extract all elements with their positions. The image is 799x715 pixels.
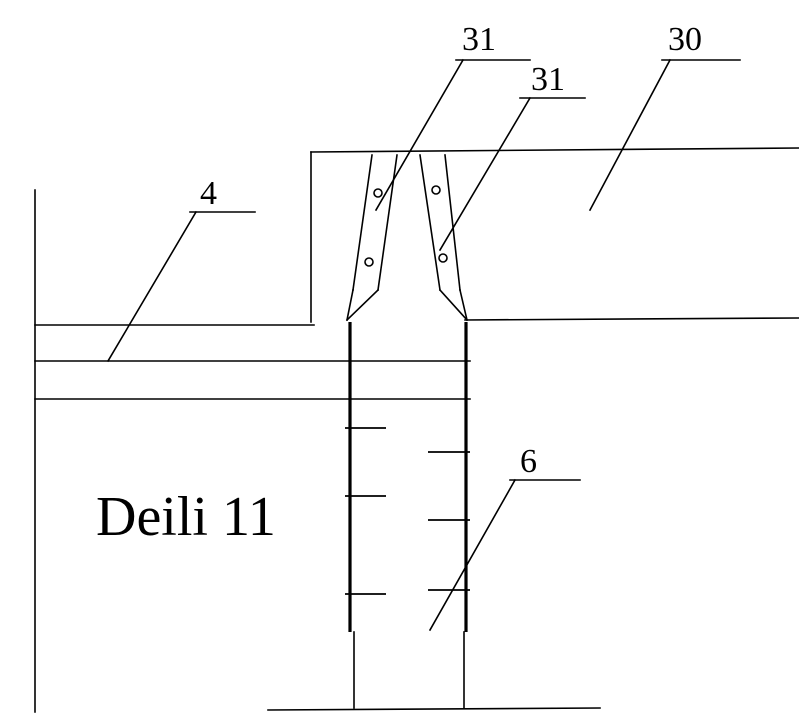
label-4: 4 <box>200 175 217 212</box>
label-31-upper: 31 <box>462 21 496 58</box>
leader-31-lower <box>438 96 586 252</box>
leader-30 <box>588 58 741 212</box>
block-30-bottom-line <box>464 317 799 321</box>
hole-left-upper <box>373 188 383 198</box>
leader-4 <box>106 210 256 363</box>
leader-31-upper <box>374 58 531 212</box>
element-31-left <box>345 154 398 322</box>
hole-right-upper <box>431 185 441 195</box>
ground-line <box>267 707 601 711</box>
caption-text: Deili 11 <box>96 486 276 548</box>
element-31-right <box>419 154 469 322</box>
column-6 <box>267 322 601 711</box>
leader-6 <box>428 478 581 632</box>
hole-right-lower <box>438 253 448 263</box>
label-31-lower: 31 <box>531 61 565 98</box>
hole-left-lower <box>364 257 374 267</box>
block-30-top-edge <box>310 147 799 153</box>
label-6: 6 <box>520 443 537 480</box>
label-30: 30 <box>668 21 702 58</box>
